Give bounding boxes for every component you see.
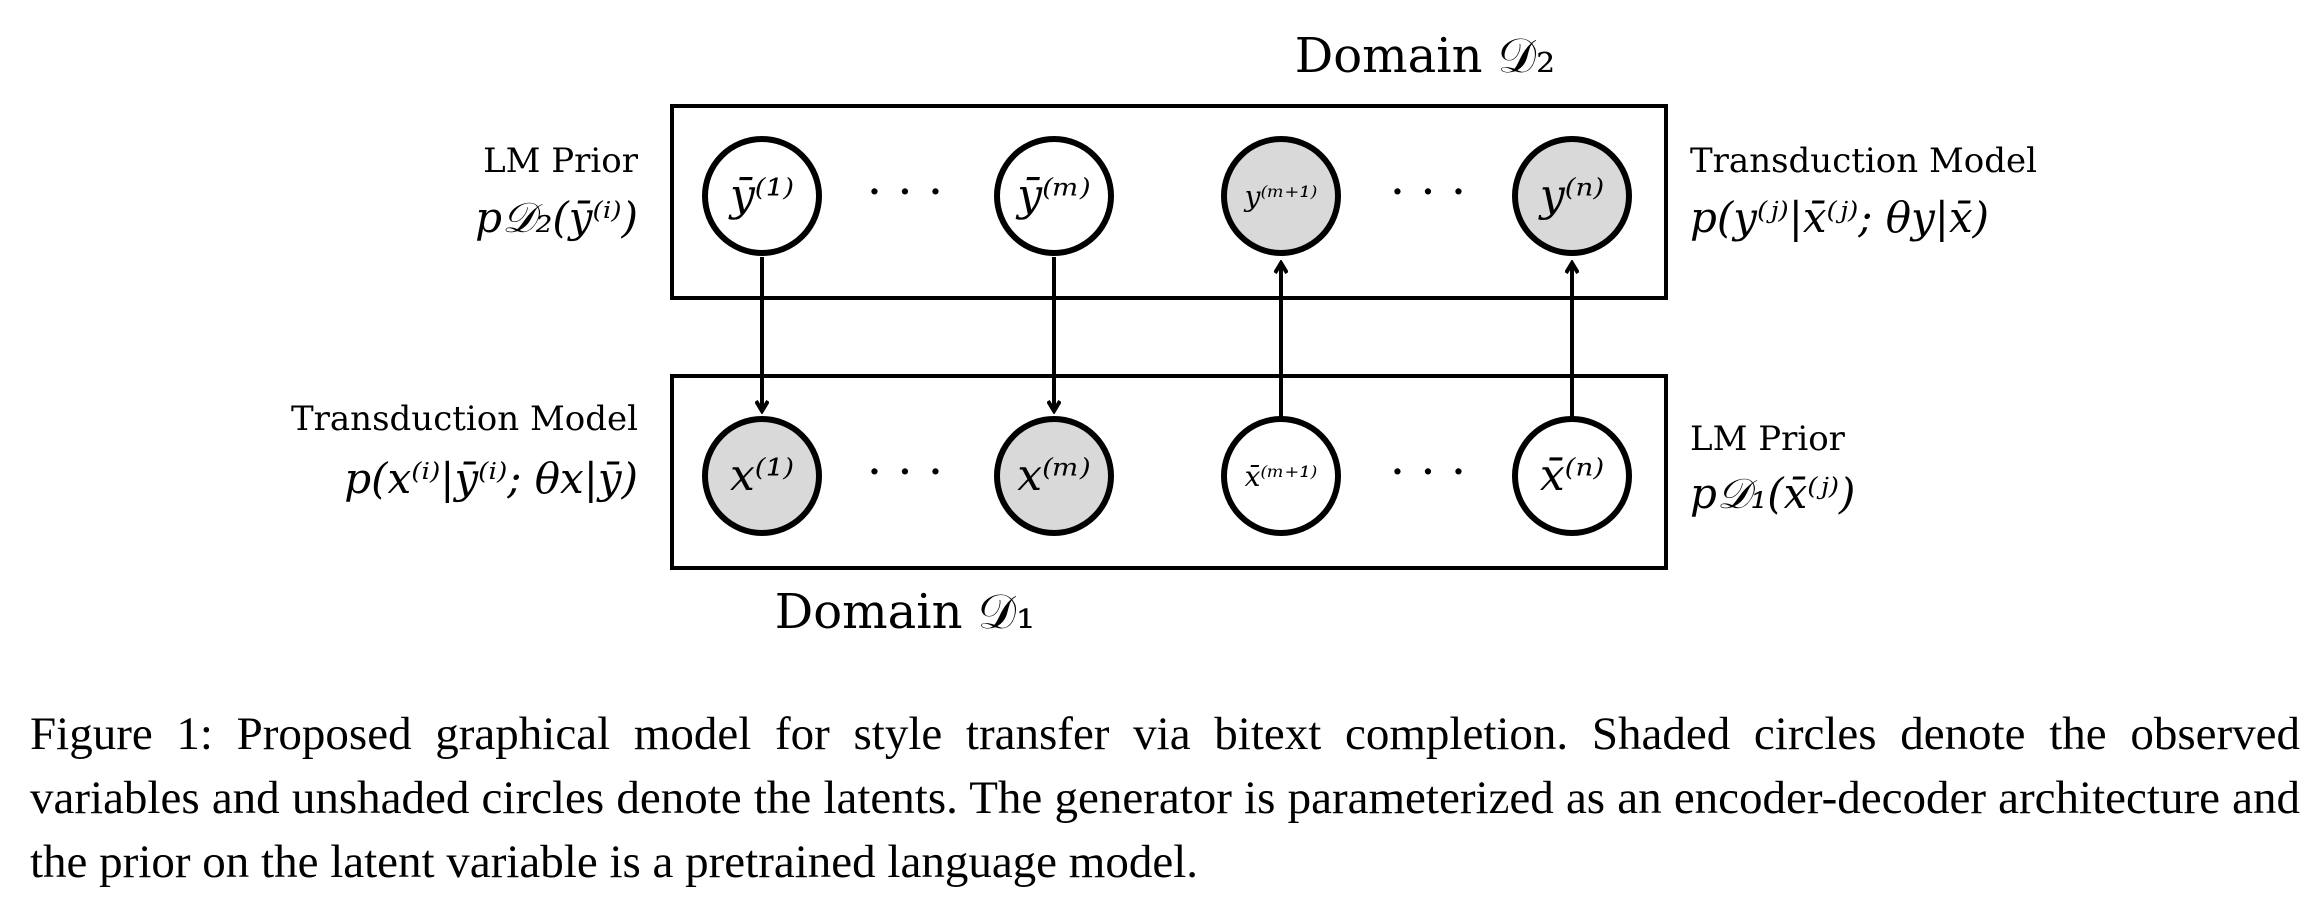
node-y-n-label: y⁽ⁿ⁾ [1538, 170, 1604, 221]
node-xbar-n [1512, 416, 1632, 536]
node-ybar-m-label: ȳ⁽ᵐ⁾ [1015, 170, 1090, 221]
node-xbar-m1 [1221, 416, 1341, 536]
node-xbar-m1-label: x̄⁽ᵐ⁺¹⁾ [1245, 460, 1318, 493]
bottom-left-title: Transduction Model [291, 399, 638, 439]
bottom-right-title: LM Prior [1690, 419, 1846, 459]
node-x-m-label: x⁽ᵐ⁾ [1017, 450, 1090, 501]
node-y-m1-label: y⁽ᵐ⁺¹⁾ [1243, 180, 1318, 213]
top-left-title: LM Prior [483, 141, 639, 181]
node-x-1-label: x⁽¹⁾ [730, 450, 794, 501]
node-ybar-m [994, 136, 1114, 256]
figure-caption: Figure 1: Proposed graphical model for s… [30, 708, 2300, 888]
node-y-m1 [1221, 136, 1341, 256]
ellipsis-top-left: · · · [867, 164, 943, 220]
top-left-formula: p𝒟₂(ȳ⁽ⁱ⁾) [475, 193, 638, 242]
top-right-formula: p(y⁽ʲ⁾|x̄⁽ʲ⁾; θy|x̄) [1690, 193, 1989, 242]
node-ybar-1-label: ȳ⁽¹⁾ [728, 170, 794, 221]
ellipsis-bottom-right: · · · [1390, 444, 1466, 500]
node-x-1 [702, 416, 822, 536]
plate-domain-2 [670, 104, 1668, 300]
plate-domain-1 [670, 374, 1668, 570]
node-xbar-n-label: x̄⁽ⁿ⁾ [1540, 450, 1604, 501]
bottom-nodes: x⁽¹⁾ x⁽ᵐ⁾ x̄⁽ᵐ⁺¹⁾ x̄⁽ⁿ⁾ · · · · · · [702, 416, 1632, 536]
ellipsis-bottom-left: · · · [867, 444, 943, 500]
top-right-title: Transduction Model [1690, 141, 2037, 181]
edges [762, 257, 1572, 417]
node-y-n [1512, 136, 1632, 256]
bottom-left-formula: p(x⁽ⁱ⁾|ȳ⁽ⁱ⁾; θx|ȳ) [344, 454, 638, 503]
ellipsis-top-right: · · · [1390, 164, 1466, 220]
bottom-right-formula: p𝒟₁(x̄⁽ʲ⁾) [1690, 469, 1855, 518]
node-x-m [994, 416, 1114, 536]
domain-bottom-label: Domain 𝒟₁ [775, 584, 1036, 640]
top-nodes: ȳ⁽¹⁾ ȳ⁽ᵐ⁾ y⁽ᵐ⁺¹⁾ y⁽ⁿ⁾ · · · · · · [702, 136, 1632, 256]
node-ybar-1 [702, 136, 822, 256]
domain-top-label: Domain 𝒟₂ [1295, 28, 1556, 84]
